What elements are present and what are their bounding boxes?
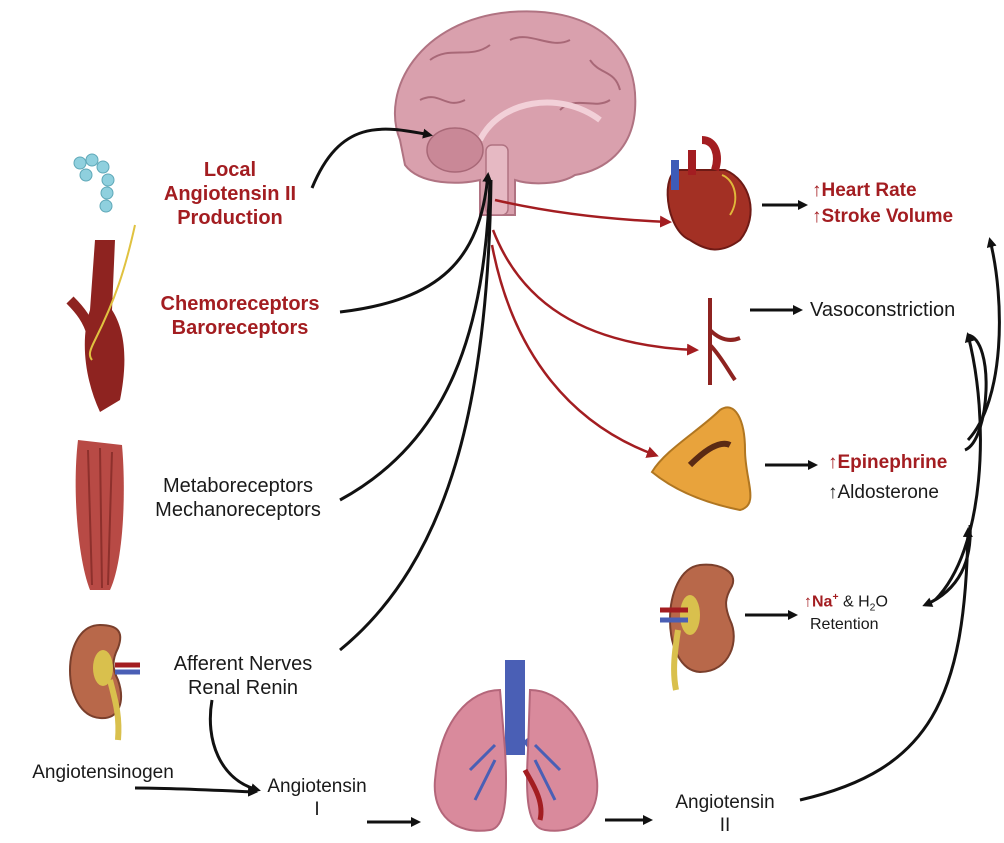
adrenal-gland-icon — [652, 407, 750, 510]
label-local-line1: Local — [150, 158, 310, 182]
label-angiotensinogen: Angiotensinogen — [8, 762, 198, 785]
up-arrow-icon: ↑ — [812, 206, 822, 227]
label-angiotensin-ii-line1: Angiotensin — [655, 792, 795, 815]
organ-to-effect-arrows — [745, 205, 815, 615]
label-afferent-nerves: Afferent Nerves — [148, 652, 338, 676]
label-na: Na — [812, 593, 832, 610]
label-h2o-mid: & H — [839, 593, 870, 610]
label-retention: Retention — [804, 615, 888, 634]
input-arrows — [312, 129, 491, 650]
label-h2o-end: O — [875, 593, 887, 610]
up-arrow-icon: ↑ — [828, 482, 838, 503]
label-local-line3: Production — [150, 206, 310, 230]
label-afferent-renal: Afferent Nerves Renal Renin — [148, 652, 338, 700]
kidney-icon-right — [660, 565, 734, 690]
label-mechanoreceptors: Mechanoreceptors — [138, 498, 338, 522]
output-arrows — [492, 200, 695, 455]
arrow-brain-to-adrenal — [492, 245, 655, 455]
up-arrow-icon: ↑ — [804, 593, 812, 610]
label-aldosterone: ↑Aldosterone — [828, 482, 939, 505]
muscle-icon — [76, 440, 124, 590]
label-aldosterone-text: Aldosterone — [838, 482, 939, 503]
heart-icon — [668, 140, 751, 249]
label-epinephrine-text: Epinephrine — [838, 452, 948, 473]
label-stroke-volume-text: Stroke Volume — [822, 206, 954, 227]
label-chemoreceptors: Chemoreceptors — [140, 292, 340, 316]
brain-icon — [395, 11, 635, 215]
up-arrow-icon: ↑ — [828, 452, 838, 473]
vessel-branch-icon — [710, 298, 740, 385]
label-local-angiotensin: Local Angiotensin II Production — [150, 158, 310, 230]
label-heart-rate: ↑Heart Rate — [812, 180, 917, 203]
arrow-metabo-to-brain — [340, 180, 490, 500]
label-stroke-volume: ↑Stroke Volume — [812, 206, 953, 229]
label-heart-rate-text: Heart Rate — [822, 180, 917, 201]
label-angiotensin-i-line2: I — [262, 799, 372, 822]
lungs-icon — [435, 660, 598, 831]
label-renal-renin: Renal Renin — [148, 676, 338, 700]
label-epinephrine: ↑Epinephrine — [828, 452, 947, 475]
arrow-chemo-to-brain — [340, 175, 488, 312]
artery-nerve-icon — [70, 225, 135, 412]
label-local-line2: Angiotensin II — [150, 182, 310, 206]
label-metabo-mechano: Metaboreceptors Mechanoreceptors — [138, 474, 338, 522]
label-na-retention: ↑Na+ & H2O Retention — [804, 592, 888, 634]
arrow-brain-to-vessel — [493, 230, 695, 350]
kidney-icon-left — [70, 625, 140, 740]
label-metaboreceptors: Metaboreceptors — [138, 474, 338, 498]
label-angiotensin-i-line1: Angiotensin — [262, 776, 372, 799]
label-vasoconstriction: Vasoconstriction — [810, 298, 955, 322]
molecule-icon — [74, 154, 114, 212]
label-angiotensin-i: Angiotensin I — [262, 776, 372, 822]
label-baroreceptors: Baroreceptors — [140, 316, 340, 340]
arrow-renin — [210, 700, 258, 790]
label-angiotensin-ii: Angiotensin II — [655, 792, 795, 838]
arrow-angiotensinogen — [135, 788, 255, 792]
arrow-ang2-up — [800, 530, 968, 800]
arrow-afferent-to-brain — [340, 180, 491, 650]
label-chemo-baro: Chemoreceptors Baroreceptors — [140, 292, 340, 340]
arrow-brain-to-heart — [495, 200, 668, 222]
up-arrow-icon: ↑ — [812, 180, 822, 201]
label-angiotensin-ii-line2: II — [655, 815, 795, 838]
